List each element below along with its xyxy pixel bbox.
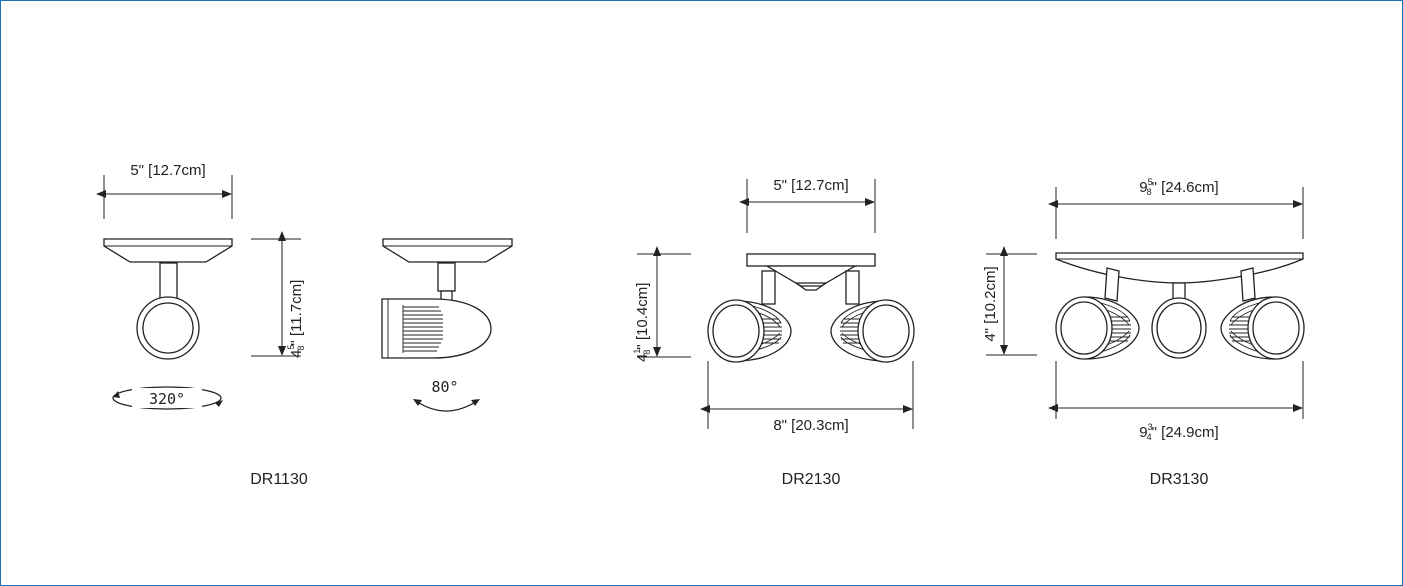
dr3130-height-label: 4" [10.2cm] <box>982 266 999 341</box>
dr1130-model-name: DR1130 <box>250 471 308 488</box>
dr1130-side-view: 80° <box>381 238 513 412</box>
dr3130-right-head <box>1220 296 1305 360</box>
dr1130-head <box>136 296 200 360</box>
dr2130-height-label: 418" [10.4cm] <box>632 283 652 362</box>
dr1130-width-label: 5" [12.7cm] <box>130 162 205 179</box>
dr2130-left-head <box>707 299 792 363</box>
dr3130-center-head <box>1151 297 1207 359</box>
dr2130-right-head <box>830 299 915 363</box>
dr1130-stem <box>159 262 178 300</box>
dr1130-side-head <box>381 298 492 359</box>
dr1130-tilt-label: 80° <box>431 378 458 396</box>
dr2130-canopy-width-label: 5" [12.7cm] <box>773 177 848 194</box>
dr1130-height-label: 458" [11.7cm] <box>286 280 306 358</box>
dr1130-canopy <box>103 238 233 263</box>
dr1130-rotation-label: 320° <box>149 390 185 408</box>
dr1130-side-stem <box>437 262 456 292</box>
dr3130-canopy <box>1055 252 1304 284</box>
dr2130-canopy <box>746 253 876 267</box>
svg-text:458" [11.7cm]: 458" [11.7cm] <box>286 280 306 358</box>
dr2130-view: 5" [12.7cm] <box>632 177 915 434</box>
svg-text:418" [10.4cm]: 418" [10.4cm] <box>632 283 652 362</box>
dr1130-side-fins <box>402 305 443 353</box>
dr1130-front-view: 5" [12.7cm] 458" [11.7cm] 320° <box>96 162 306 410</box>
dr3130-left-head <box>1055 296 1140 360</box>
dr1130-side-canopy <box>382 238 513 263</box>
dr3130-model-name: DR3130 <box>1150 471 1209 488</box>
dr2130-overall-width-label: 8" [20.3cm] <box>773 417 848 434</box>
dr2130-model-name: DR2130 <box>782 471 841 488</box>
